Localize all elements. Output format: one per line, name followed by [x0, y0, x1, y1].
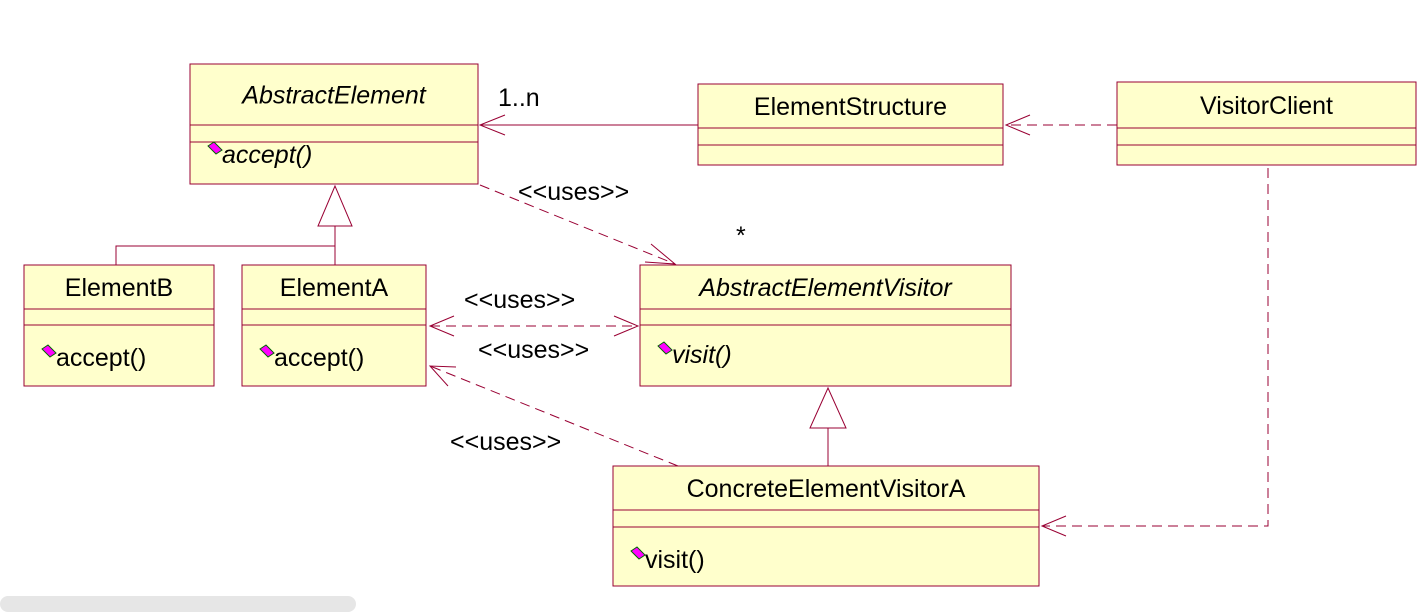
association-structure-to-element: [478, 114, 698, 136]
multiplicity-label: 1..n: [498, 84, 540, 112]
class-element-structure[interactable]: ElementStructure: [697, 83, 1004, 166]
operation: accept(): [222, 141, 312, 169]
operation: visit(): [645, 546, 705, 574]
operation-icon: [259, 344, 275, 358]
class-name: AbstractElementVisitor: [697, 274, 953, 302]
class-concrete-element-visitor-a[interactable]: ConcreteElementVisitorA visit(): [612, 465, 1040, 587]
class-box: [697, 83, 1004, 166]
operation-icon: [657, 341, 673, 355]
class-name: ConcreteElementVisitorA: [687, 475, 966, 503]
dependency-elementa-visitor: [428, 315, 640, 337]
stereotype-label: <<uses>>: [450, 428, 561, 456]
generalization-concrete-visitor: [809, 386, 847, 466]
stereotype-label: <<uses>>: [478, 336, 589, 364]
operation: visit(): [672, 341, 732, 369]
stereotype-label: <<uses>>: [464, 286, 575, 314]
operation: accept(): [274, 344, 364, 372]
operation-icon: [630, 546, 646, 560]
class-visitor-client[interactable]: VisitorClient: [1116, 81, 1417, 166]
class-name: ElementStructure: [754, 93, 947, 121]
class-element-b[interactable]: ElementB accept(): [23, 264, 215, 387]
class-name: AbstractElement: [240, 82, 426, 110]
horizontal-scrollbar[interactable]: [0, 596, 356, 612]
multiplicity-label: *: [736, 222, 746, 250]
operation-icon: [207, 141, 223, 155]
class-name: VisitorClient: [1200, 92, 1333, 120]
operation-icon: [41, 344, 57, 358]
class-box: [189, 63, 479, 185]
class-name: ElementB: [65, 274, 173, 302]
class-name: ElementA: [280, 274, 389, 302]
class-element-a[interactable]: ElementA accept(): [241, 264, 427, 387]
class-box: [612, 465, 1040, 587]
class-box: [1116, 81, 1417, 166]
class-abstract-element-visitor[interactable]: AbstractElementVisitor visit(): [639, 264, 1012, 387]
operation: accept(): [56, 344, 146, 372]
dependency-element-uses-visitor: [479, 184, 677, 265]
dependency-client-to-structure: [1004, 114, 1117, 136]
stereotype-label: <<uses>>: [518, 178, 629, 206]
dependency-client-to-concrete: [1040, 168, 1269, 537]
generalization-elements: [115, 184, 353, 265]
dependency-concrete-uses-elementa: [428, 365, 679, 467]
class-abstract-element[interactable]: AbstractElement accept(): [189, 63, 479, 185]
